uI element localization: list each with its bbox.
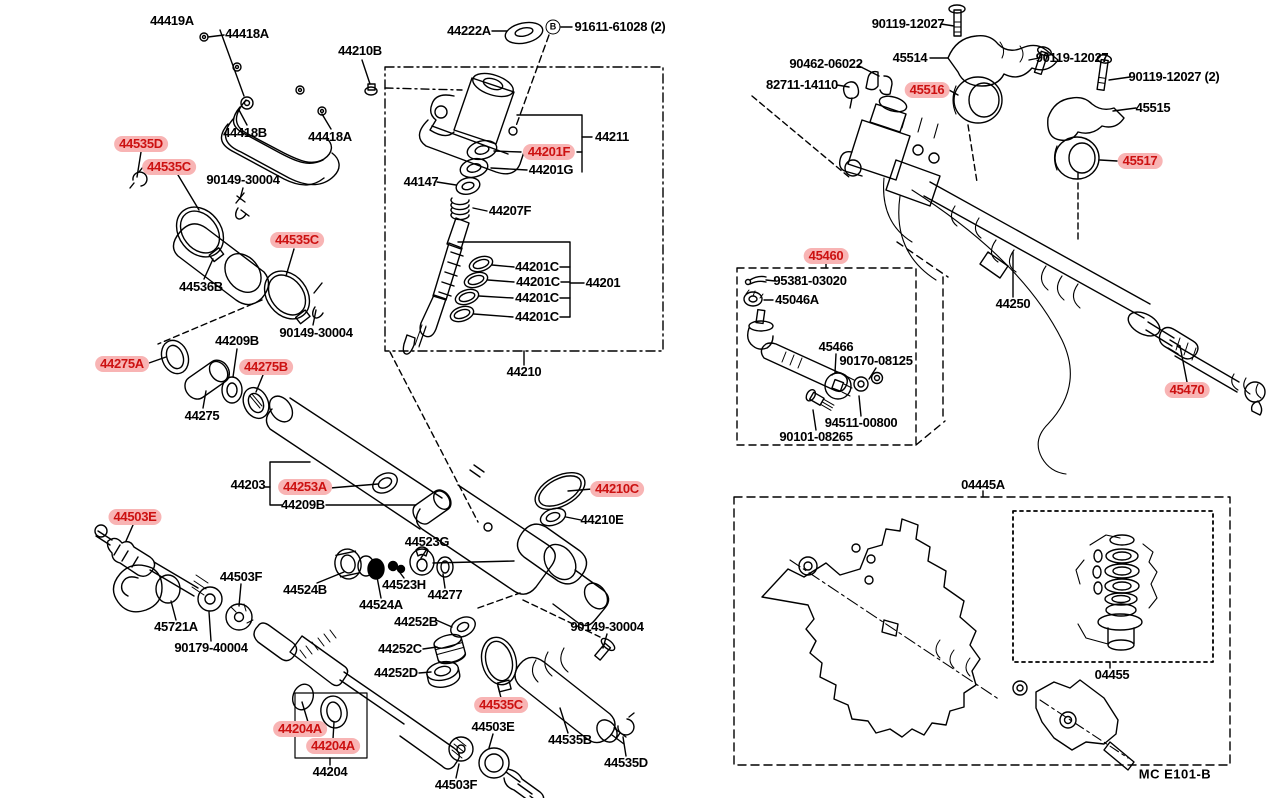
part-label-45514[interactable]: 45514 — [892, 50, 928, 65]
part-label-04445A[interactable]: 04445A — [961, 477, 1005, 492]
part-label-44418B[interactable]: 44418B — [223, 125, 267, 140]
part-label-44536B[interactable]: 44536B — [179, 279, 223, 294]
valve-assembly-box-outline — [384, 66, 664, 352]
part-label-95381-03020[interactable]: 95381-03020 — [773, 273, 847, 288]
part-label-44535D[interactable]: 44535D — [114, 136, 168, 152]
leader-lines — [125, 23, 1188, 779]
part-label-44147[interactable]: 44147 — [403, 174, 439, 189]
part-label-44201C[interactable]: 44201C — [515, 309, 559, 324]
part-label-44535B[interactable]: 44535B — [548, 732, 592, 747]
steering-gear-art — [838, 95, 1266, 475]
part-label-44222A[interactable]: 44222A — [447, 23, 491, 38]
part-label-44275[interactable]: 44275 — [184, 408, 220, 423]
part-label-90462-06022[interactable]: 90462-06022 — [789, 56, 863, 71]
part-label-45721A[interactable]: 45721A — [154, 619, 198, 634]
part-label-44210E[interactable]: 44210E — [580, 512, 624, 527]
part-label-44253A[interactable]: 44253A — [278, 479, 332, 495]
mount-brackets-art — [842, 4, 1125, 180]
part-label-44203[interactable]: 44203 — [230, 477, 266, 492]
part-label-44201G[interactable]: 44201G — [528, 162, 574, 177]
valve-assembly-art — [402, 21, 544, 355]
part-label-44535C[interactable]: 44535C — [270, 232, 324, 248]
part-label-04455[interactable]: 04455 — [1094, 667, 1130, 682]
part-label-45460[interactable]: 45460 — [803, 248, 849, 264]
valve-seal-kit-box-outline — [1012, 510, 1214, 663]
part-label-90101-08265[interactable]: 90101-08265 — [779, 429, 853, 444]
part-label-44535D[interactable]: 44535D — [604, 755, 648, 770]
part-label-44418A[interactable]: 44418A — [225, 26, 269, 41]
part-label-90149-30004[interactable]: 90149-30004 — [570, 619, 644, 634]
rack-bar-art — [253, 616, 635, 798]
part-label-44503E[interactable]: 44503E — [108, 509, 162, 525]
part-label-45046A[interactable]: 45046A — [775, 292, 819, 307]
part-label-44523H[interactable]: 44523H — [382, 577, 426, 592]
part-label-44275B[interactable]: 44275B — [239, 359, 293, 375]
rack-housing-art — [265, 395, 610, 627]
part-label-90170-08125[interactable]: 90170-08125 — [839, 353, 913, 368]
part-label-44503F[interactable]: 44503F — [434, 777, 478, 792]
part-label-44419A[interactable]: 44419A — [150, 13, 194, 28]
part-label-44210C[interactable]: 44210C — [590, 481, 644, 497]
part-label-90119-12027-2-[interactable]: 90119-12027 (2) — [1128, 69, 1220, 84]
part-label-90149-30004[interactable]: 90149-30004 — [206, 172, 280, 187]
part-label-44252D[interactable]: 44252D — [374, 665, 418, 680]
part-label-45517[interactable]: 45517 — [1117, 153, 1163, 169]
part-label-44503E[interactable]: 44503E — [471, 719, 515, 734]
part-label-44209B[interactable]: 44209B — [215, 333, 259, 348]
part-label-44523G[interactable]: 44523G — [404, 534, 450, 549]
part-label-44201F[interactable]: 44201F — [522, 144, 576, 160]
part-label-44535C[interactable]: 44535C — [474, 697, 528, 713]
part-label-44204[interactable]: 44204 — [312, 764, 348, 779]
part-label-90149-30004[interactable]: 90149-30004 — [279, 325, 353, 340]
part-label-44418A[interactable]: 44418A — [308, 129, 352, 144]
part-label-45470[interactable]: 45470 — [1164, 382, 1210, 398]
gasket-kit-art — [761, 518, 1158, 771]
part-label-44250[interactable]: 44250 — [995, 296, 1031, 311]
part-label-44524B[interactable]: 44524B — [283, 582, 327, 597]
part-label-44204A[interactable]: 44204A — [273, 721, 327, 737]
part-label-91611-61028-2-[interactable]: 91611-61028 (2) — [574, 19, 666, 34]
part-label-44204A[interactable]: 44204A — [306, 738, 360, 754]
part-label-44210[interactable]: 44210 — [506, 364, 542, 379]
gasket-kit-box-outline — [733, 496, 1231, 766]
part-label-44503F[interactable]: 44503F — [219, 569, 263, 584]
part-label-44201C[interactable]: 44201C — [516, 274, 560, 289]
pressure-tubes-art — [199, 32, 378, 186]
part-label-45466[interactable]: 45466 — [818, 339, 854, 354]
part-label-82711-14110[interactable]: 82711-14110 — [766, 77, 838, 92]
part-label-90119-12027[interactable]: 90119-12027 — [1035, 50, 1109, 65]
part-label-44207F[interactable]: 44207F — [488, 203, 532, 218]
part-label-45515[interactable]: 45515 — [1135, 100, 1171, 115]
part-label-45516[interactable]: 45516 — [904, 82, 950, 98]
part-label-44201C[interactable]: 44201C — [515, 290, 559, 305]
part-label-44211[interactable]: 44211 — [595, 129, 629, 144]
part-label-90179-40004[interactable]: 90179-40004 — [174, 640, 248, 655]
part-label-44524A[interactable]: 44524A — [359, 597, 403, 612]
part-label-94511-00800[interactable]: 94511-00800 — [824, 415, 898, 430]
tie-rod-end-art — [743, 275, 884, 411]
part-label-44275A[interactable]: 44275A — [95, 356, 149, 372]
figure-code: MC E101-B — [1138, 766, 1212, 782]
inner-tie-rod-art — [94, 524, 254, 631]
part-label-44201[interactable]: 44201 — [585, 275, 621, 290]
part-label-90119-12027[interactable]: 90119-12027 — [871, 16, 945, 31]
left-boot-art — [129, 166, 324, 420]
part-label-44252C[interactable]: 44252C — [378, 641, 422, 656]
part-label-44201C[interactable]: 44201C — [515, 259, 559, 274]
part-label-44210B[interactable]: 44210B — [338, 43, 382, 58]
part-label-44277[interactable]: 44277 — [427, 587, 463, 602]
part-label-44252B[interactable]: 44252B — [394, 614, 438, 629]
fastener-marker-b: B — [545, 19, 561, 35]
part-label-44535C[interactable]: 44535C — [142, 159, 196, 175]
part-label-44209B[interactable]: 44209B — [281, 497, 325, 512]
